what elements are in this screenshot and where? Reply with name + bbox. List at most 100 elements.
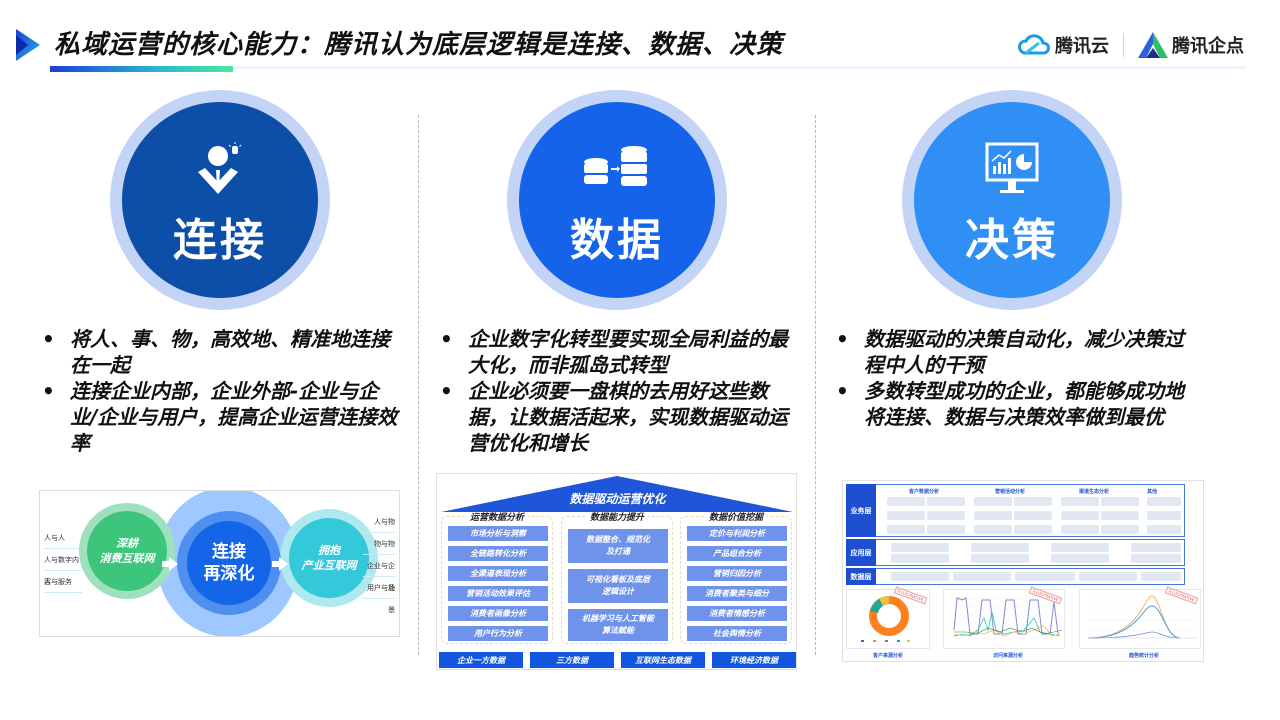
pillar-decision-label: 决策 [965,215,1059,266]
consumer-internet-circle: 深耕 消费互联网 [79,503,175,599]
bullet-item: 企业数字化转型要实现全局利益的最大化，而非孤岛式转型 [436,326,796,378]
bullet-item: 多数转型成功的企业，都能够成功地将连接、数据与决策效率做到最优 [832,378,1192,430]
house-item: 市场分析与洞察 [448,526,548,541]
brand-logos: 腾讯云 腾讯企点 [1017,32,1244,58]
logo-separator [1123,33,1124,57]
decision-dashboard: 业务层 客户数据分析 营销活动分析 渠道生态分析 其他 应用层 数据层 ILL [842,480,1204,662]
chart-caption: 趋势统计分析 [1129,653,1160,659]
house-column-title: 数据能力提升 [585,513,648,523]
connect-diagram: 人与人 人与数字内容 人与服务 深耕 消费互联网 拥抱 产业互联网 连接 再深化… [39,490,400,637]
pillar-decision-bullets: 数据驱动的决策自动化，减少决策过程中人的干预 多数转型成功的企业，都能够成功地将… [832,326,1192,430]
chart-caption: 客户来源分析 [873,653,904,659]
donut-chart [861,596,910,642]
layer-label: 应用层 [846,539,876,566]
pillar-connect-bullets: 将人、事、物，高效地、精准地连接在一起 连接企业内部，企业外部-企业与企业/企业… [38,326,398,456]
industrial-internet-core: 拥抱 产业互联网 [289,518,369,598]
house-foundation-item: 互联网生态数据 [621,652,705,668]
layer-label: 业务层 [846,484,876,537]
connect-right-label: 人与物 [363,511,395,533]
tencent-cloud-label: 腾讯云 [1055,36,1109,57]
consumer-internet-line1: 深耕 [116,537,138,550]
title-underline-accent [50,66,233,72]
line-chart-card: ILLUSTRATIVE [943,586,1065,649]
connect-left-label: 人与数字内容 [44,549,82,586]
house-roof-title: 数据驱动运营优化 [569,492,666,506]
pillar-decision-core: 决策 [914,102,1110,298]
group-title: 营销活动分析 [995,489,1026,495]
house-roof [441,476,793,512]
pillar-connect-core: 连接 [122,102,318,298]
bullet-item: 企业必须要一盘棋的去用好这些数据，让数据活起来，实现数据驱动运营优化和增长 [436,378,796,456]
connect-right-label: 企业与企业 [363,555,395,592]
house-foundation-item: 企业一方数据 [439,652,523,668]
pillar-data-core: 数据 [519,102,715,298]
group-title: 渠道生态分析 [1079,489,1110,495]
house-item: 可视化看板及底层逻辑设计 [568,569,668,603]
pillar-data-bullets: 企业数字化转型要实现全局利益的最大化，而非孤岛式转型 企业必须要一盘棋的去用好这… [436,326,796,456]
business-layer: 业务层 客户数据分析 营销活动分析 渠道生态分析 其他 [846,484,1185,537]
pillar-data-badge: 数据 [507,90,727,310]
monitor-analytics-icon [985,142,1039,193]
consumer-internet-core: 深耕 消费互联网 [87,511,167,591]
house-item: 全渠道表现分析 [448,566,548,581]
connect-left-label: 人与服务 [44,571,82,593]
connect-right-labels: 人与物 物与物 企业与企业 用户与场景 [363,511,395,614]
house-item: 全链路转化分析 [448,546,548,561]
tencent-cloud-logo: 腾讯云 [1017,32,1109,58]
bullet-item: 连接企业内部，企业外部-企业与企业/企业与用户，提高企业运营连接效率 [38,378,398,456]
bell-chart-card: ILLUSTRATIVE [1079,586,1201,649]
house-item: 营销活动效果评估 [448,586,548,601]
pillar-connect-badge: 连接 [110,90,330,310]
deepen-connection-circle: 连接 再深化 [177,511,281,615]
tencent-qidian-logo: 腾讯企点 [1138,32,1244,58]
house-foundation-item: 三方数据 [530,652,614,668]
tencent-qidian-label: 腾讯企点 [1172,36,1244,57]
database-transfer-icon [584,146,647,186]
house-item: 用户行为分析 [448,626,548,641]
title-underline [50,66,1245,69]
group-title: 其他 [1147,489,1158,495]
donut-chart-card: ILLUSTRATIVE [846,586,930,649]
connect-left-labels: 人与人 人与数字内容 人与服务 [44,527,82,593]
tencent-cloud-icon [1018,34,1051,55]
industrial-internet-line2: 产业互联网 [301,559,357,572]
house-item: 社会舆情分析 [687,626,787,641]
house-item: 定价与利润分析 [687,526,787,541]
house-item: 消费者聚类与细分 [687,586,787,601]
industrial-internet-circle: 拥抱 产业互联网 [280,509,378,607]
data-layer: 数据层 [846,568,1185,585]
bullet-item: 数据驱动的决策自动化，减少决策过程中人的干预 [832,326,1192,378]
pillar-connect-label: 连接 [173,215,267,266]
house-item: 营销归因分析 [687,566,787,581]
connect-right-label: 用户与场景 [363,577,395,614]
house-column-ops-analysis: 运营数据分析 市场分析与洞察 全链路转化分析 全渠道表现分析 营销活动效果评估 … [441,513,553,644]
tencent-qidian-icon [1138,32,1168,58]
house-item: 产品组合分析 [687,546,787,561]
deepen-connection-core: 连接 再深化 [187,521,271,605]
bell-curve-chart [1087,595,1198,639]
bullet-item: 将人、事、物，高效地、精准地连接在一起 [38,326,398,378]
data-house-diagram: 数据驱动运营优化 运营数据分析 市场分析与洞察 全链路转化分析 全渠道表现分析 … [436,473,797,670]
column-divider [418,115,419,655]
house-item: 数据整合、规范化及打通 [568,529,668,563]
house-column-title: 运营数据分析 [465,513,528,523]
house-column-title: 数据价值挖掘 [704,513,767,523]
businessman-idea-icon [198,142,242,194]
house-item: 消费者情感分析 [687,606,787,621]
deepen-connection-line1: 连接 [212,542,246,562]
industrial-internet-line1: 拥抱 [318,544,340,557]
connect-right-label: 物与物 [363,533,395,555]
title-marker-icon [16,29,40,61]
pillar-decision-badge: 决策 [902,90,1122,310]
house-foundation-item: 环境经济数据 [712,652,796,668]
line-chart [953,597,1063,639]
connect-left-label: 人与人 [44,527,82,549]
column-divider [815,115,816,655]
deepen-connection-line2: 再深化 [203,564,255,584]
group-title: 客户数据分析 [909,489,940,495]
layer-label: 数据层 [846,568,876,585]
house-column-capability: 数据能力提升 数据整合、规范化及打通 可视化看板及底层逻辑设计 机器学习与人工智… [561,513,673,644]
page-title: 私域运营的核心能力：腾讯认为底层逻辑是连接、数据、决策 [54,30,784,60]
consumer-internet-line2: 消费互联网 [99,552,155,565]
house-column-value-mining: 数据价值挖掘 定价与利润分析 产品组合分析 营销归因分析 消费者聚类与细分 消费… [680,513,792,644]
